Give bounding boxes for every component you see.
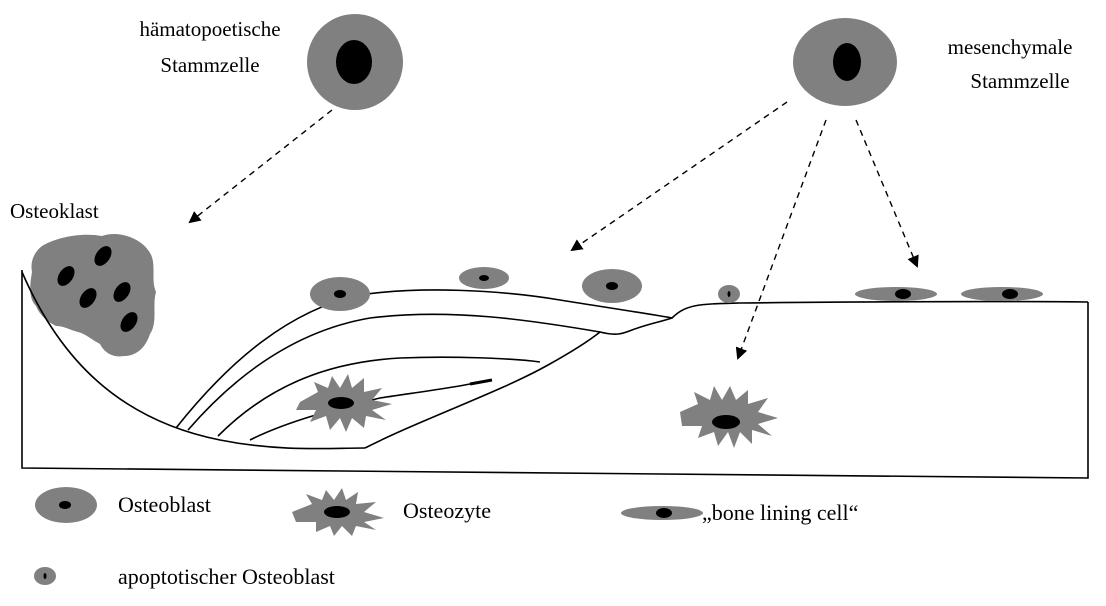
apoptotic-osteoblast-cell — [718, 285, 740, 303]
arrow-msc-to-osteocyte — [735, 119, 827, 360]
bone-tissue — [21, 270, 1089, 479]
legend-bone-lining-label: „bone lining cell“ — [702, 500, 858, 525]
hsc-label-line2: Stammzelle — [160, 53, 259, 77]
osteocyte-cell — [680, 386, 778, 448]
msc-label-line2: Stammzelle — [970, 69, 1069, 93]
osteoblast-cell — [459, 267, 509, 289]
mesenchymal-stem-cell — [793, 18, 897, 106]
bone-lining-cell — [855, 287, 937, 301]
hematopoietic-stem-cell — [307, 14, 403, 110]
msc-label-line1: mesenchymale — [948, 35, 1073, 59]
legend-osteozyte-label: Osteozyte — [403, 498, 491, 523]
legend-bone-lining-symbol — [621, 506, 703, 520]
arrow-msc-to-lining-cell — [855, 119, 919, 268]
hsc-label-line1: hämatopoetische — [139, 17, 280, 41]
bone-lining-cell — [961, 287, 1043, 301]
osteoblast-cell — [582, 269, 642, 303]
arrow-msc-to-osteoblast — [570, 101, 788, 252]
legend-osteoblast-symbol — [35, 487, 97, 523]
osteoblast-cell — [310, 277, 370, 311]
arrow-hsc-to-osteoclast — [188, 109, 333, 224]
legend-apoptotic-label: apoptotischer Osteoblast — [118, 564, 335, 589]
legend-osteozyte-symbol — [292, 488, 384, 536]
osteoclast-label: Osteoklast — [10, 199, 99, 223]
osteocyte-cell — [296, 374, 392, 432]
legend-apoptotic-symbol — [34, 567, 56, 585]
osteoclast — [30, 233, 157, 357]
legend-osteoblast-label: Osteoblast — [118, 492, 211, 517]
